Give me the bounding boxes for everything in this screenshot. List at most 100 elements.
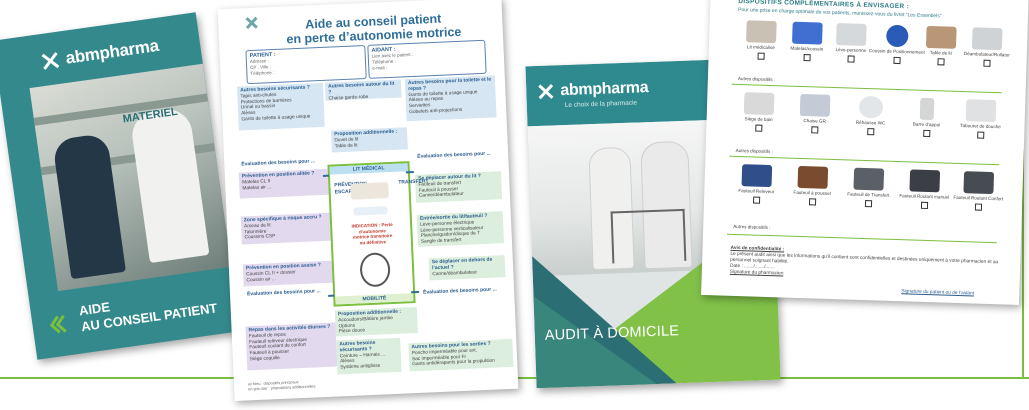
prevention-vertical-label: PRÉVENTION ESCARRE	[334, 181, 367, 195]
form-block: Autres besoins pour la toilette et le re…	[404, 75, 497, 122]
arrow-icon	[405, 170, 414, 174]
customer-figure	[52, 132, 126, 280]
device-label: Tabouret de douche	[960, 122, 1001, 130]
device-checkbox[interactable]	[808, 197, 816, 205]
device-label: Fauteuil de Transfert	[847, 191, 890, 198]
brochure-aide-conseil: abmpharma MATERIEL AIDE AU CONSEIL PATIE…	[0, 12, 241, 360]
device-item: Réhausse WC	[842, 95, 899, 135]
section-divider	[731, 83, 1002, 94]
device-checkbox[interactable]	[892, 56, 901, 64]
brochure1-title: AIDE AU CONSEIL PATIENT	[48, 284, 218, 339]
device-checkbox[interactable]	[922, 129, 930, 137]
device-image	[963, 171, 995, 195]
device-image	[797, 165, 829, 189]
device-label: Fauteuil Releveur	[738, 188, 775, 195]
device-checkbox[interactable]	[976, 131, 984, 139]
brand-tagline: Le choix de la pharmacie	[564, 99, 638, 110]
device-checkbox[interactable]	[757, 52, 765, 60]
dispositifs-subheading: Pour une prise en charge optimale de vos…	[737, 6, 942, 20]
form-block: Se déplacer en dehors de l’actuel ? Cann…	[428, 255, 506, 281]
patient-box: PATIENT : Adresse : CP : Ville : Télépho…	[245, 44, 367, 85]
device-item: Siège de bain	[730, 92, 787, 132]
abm-x-icon	[244, 16, 259, 31]
block-title: Évaluation des besoins pour ...	[246, 288, 321, 298]
form-block: Autres besoins sécurisants ? Tapis anti-…	[236, 82, 325, 131]
device-item: Fauteuil Roulant Confort	[950, 171, 1007, 211]
mobilite-label: MOBILITÉ	[335, 293, 414, 305]
device-image	[925, 25, 957, 49]
form-block: Repas dans les activités diurnes ? Faute…	[245, 322, 338, 371]
form-block: Autres besoins pour les sorties ? Poncho…	[408, 338, 514, 372]
green-frame-right	[1022, 150, 1024, 379]
brochure-dispositifs: DISPOSITIFS COMPLÉMENTAIRES À ENVISAGER …	[701, 0, 1029, 305]
device-label: Barre d’appui	[912, 121, 941, 128]
patient-signature[interactable]: Signature du patient ou de l’aidant	[901, 289, 975, 297]
brochure-form: Aide au conseil patient en perte d’auton…	[217, 0, 519, 402]
other-devices-label: Autres dispositifs :	[733, 223, 771, 231]
device-label: Siège de bain	[744, 116, 773, 123]
indication-text: INDICATION : Perte d’autonomie motrice t…	[351, 221, 393, 245]
device-checkbox[interactable]	[802, 53, 811, 61]
device-image	[909, 169, 941, 193]
device-image	[743, 92, 775, 116]
bed-icon	[350, 182, 389, 200]
transfert-vertical-label: TRANSFERT	[398, 178, 429, 186]
device-checkbox[interactable]	[752, 196, 760, 204]
device-image	[858, 95, 884, 119]
lit-medical-label: LIT MÉDICAL	[329, 163, 408, 175]
form-block: Autres besoins sécurisants ? Ceinture – …	[336, 337, 402, 375]
form-block: Entrée/sortie du lit/fauteuil ? Lève-per…	[416, 211, 505, 247]
device-checkbox[interactable]	[864, 199, 872, 207]
brand-name: abmpharma	[560, 79, 649, 100]
form-legend: en bleu : dispositifs principaux en gris…	[248, 379, 316, 392]
confidentiality-notice: Avis de confidentialité : Le présent aud…	[730, 246, 1001, 284]
device-item: Fauteuil de Transfert	[840, 167, 897, 207]
device-label: Fauteuil Roulant manuel	[899, 193, 950, 200]
device-checkbox[interactable]	[974, 202, 982, 211]
block-title: Autres besoins sécurisants ?	[339, 339, 376, 354]
block-line: Chaise garde-robe	[328, 94, 369, 102]
device-item: Chaise GR	[786, 93, 843, 134]
brand-name: abmpharma	[64, 35, 160, 68]
device-label: Fauteuil Roulant Confort	[953, 194, 1004, 202]
block-line: Système antiglisse	[340, 363, 381, 371]
form-block: Autres besoins autour du lit ? Chaise ga…	[324, 79, 402, 102]
device-label: Chaise GR	[803, 118, 826, 124]
form-block: Évaluation des besoins pour ...	[244, 286, 336, 300]
form-block: Évaluation des besoins pour ...	[414, 149, 504, 163]
device-label: Fauteuil à pousser	[793, 189, 832, 196]
abm-x-icon	[39, 50, 62, 73]
device-item: Barre d’appui	[898, 97, 955, 137]
other-devices-label: Autres dispositifs :	[735, 147, 773, 155]
device-checkbox[interactable]	[920, 201, 928, 209]
aidant-box: AIDANT : Lien avec le patient : Téléphon…	[367, 39, 487, 79]
device-item: Fauteuil Roulant manuel	[896, 169, 953, 209]
form-block: Se déplacer autour du lit ? Fauteuil de …	[414, 171, 503, 203]
device-label: Réhausse WC	[855, 119, 886, 126]
device-image	[965, 99, 997, 123]
chevron-left-icon	[49, 314, 67, 334]
device-image	[741, 164, 773, 188]
form-block: Zone spécifique à risque accru ? Arceau …	[240, 212, 332, 245]
form-block: Prévention en position alitée ? Matelas …	[238, 168, 330, 199]
device-checkbox[interactable]	[866, 127, 874, 135]
abm-logo: abmpharma	[536, 79, 649, 101]
device-image	[919, 97, 935, 121]
block-title: Évaluation des besoins pour ...	[423, 286, 497, 296]
device-checkbox[interactable]	[754, 124, 762, 132]
device-image	[746, 20, 777, 44]
wheelchair-icon	[359, 252, 391, 288]
device-checkbox[interactable]	[810, 125, 818, 134]
device-checkbox[interactable]	[846, 54, 855, 63]
pharmacy-photo: MATERIEL	[29, 63, 232, 292]
device-checkbox[interactable]	[982, 59, 991, 67]
abm-x-icon	[536, 82, 555, 101]
device-item: Déambulateur/Rollator	[958, 27, 1015, 67]
device-checkbox[interactable]	[936, 57, 945, 65]
form-block: Prévention en position assise ? Coussin …	[242, 260, 334, 287]
center-diagram: LIT MÉDICAL PRÉVENTION ESCARRE TRANSFERT…	[327, 161, 429, 307]
device-item: Tabouret de douche	[952, 99, 1009, 139]
other-devices-label: Autres dispositifs :	[737, 75, 776, 83]
device-image	[835, 23, 867, 46]
section-divider	[726, 233, 997, 244]
